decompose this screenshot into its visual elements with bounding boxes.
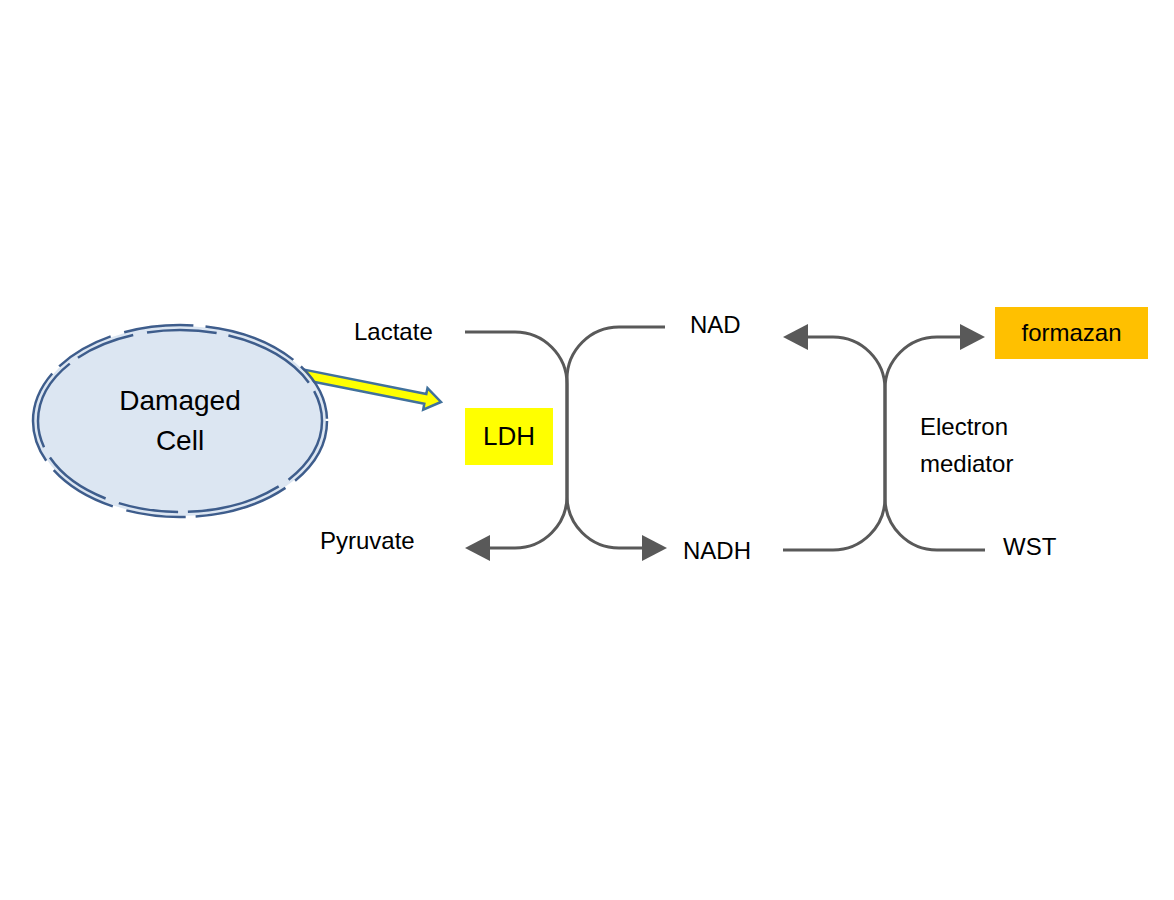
- mediator-label: Electron mediator: [920, 408, 1045, 482]
- nadh-nad-curve: [783, 337, 885, 550]
- wst-formazan-curve: [885, 337, 985, 550]
- reagent-label: WST: [1003, 533, 1056, 561]
- node-text: LDH: [483, 421, 535, 452]
- nad-nadh-curve: [567, 327, 665, 548]
- lactate-pyruvate-curve: [465, 332, 567, 548]
- cofactor-label: NADH: [683, 537, 751, 565]
- cell-outline: [30, 322, 330, 520]
- cell-ellipse: Damaged Cell: [30, 322, 330, 520]
- cofactor-label: NAD: [690, 311, 741, 339]
- arrowhead: [783, 324, 808, 350]
- product-label: Pyruvate: [320, 527, 415, 555]
- product-box: formazan: [995, 307, 1148, 359]
- arrowhead: [465, 535, 490, 561]
- arrowhead: [642, 535, 667, 561]
- curve-lines: [465, 327, 985, 550]
- node-text: Damaged Cell: [115, 381, 245, 461]
- arrowhead: [960, 324, 985, 350]
- substrate-label: Lactate: [354, 318, 433, 346]
- enzyme-box: LDH: [465, 408, 553, 465]
- node-text: formazan: [1021, 319, 1121, 347]
- arrowheads: [465, 324, 985, 561]
